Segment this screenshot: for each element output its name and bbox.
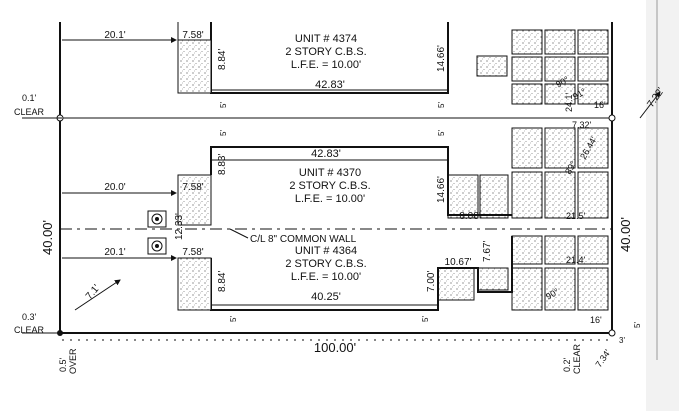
right-dim-label: 21.5' bbox=[566, 211, 586, 221]
unit-lfe: L.F.E. = 10.00' bbox=[295, 193, 365, 205]
front-setback: 5' bbox=[229, 316, 238, 322]
front-setback: 5' bbox=[219, 130, 228, 136]
porch-depth-dim: 8.84' bbox=[217, 271, 228, 292]
right-margin-strip bbox=[646, 0, 679, 411]
clearance-label: CLEAR bbox=[572, 343, 582, 374]
common-wall-label: C/L 8" COMMON WALL bbox=[250, 234, 357, 245]
unit-4364-footprint bbox=[177, 236, 513, 311]
left-depth-dim: 8.83' bbox=[217, 154, 228, 175]
right-dim-label: 21.4' bbox=[566, 255, 586, 265]
left-setback-dim: 20.0' bbox=[104, 182, 125, 193]
rear-setback: 5' bbox=[437, 102, 446, 108]
clearance-value: 0.5' bbox=[58, 357, 68, 372]
porch-width-dim: 7.58' bbox=[182, 30, 203, 41]
rear-setback: 5' bbox=[421, 316, 430, 322]
porch-width-dim: 7.58' bbox=[182, 247, 203, 258]
unit-title: UNIT # 4374 bbox=[295, 33, 357, 45]
lot-width-left-dim: 40.00' bbox=[40, 220, 55, 255]
clearance-label: CLEAR bbox=[14, 107, 45, 117]
ac-unit-icon bbox=[147, 210, 167, 228]
ac-depth-dim: 12.33' bbox=[174, 213, 185, 240]
unit-construction: 2 STORY C.B.S. bbox=[289, 180, 370, 192]
left-setback-dim: 20.1' bbox=[104, 247, 125, 258]
right-dim-label: 3' bbox=[619, 336, 625, 345]
right-dim-label: 5' bbox=[633, 322, 642, 328]
clearance-value: 0.3' bbox=[22, 312, 37, 322]
unit-lfe: L.F.E. = 10.00' bbox=[291, 271, 361, 283]
left-setback-dim: 20.1' bbox=[104, 30, 125, 41]
dim-label: 7.1' bbox=[84, 283, 103, 302]
common-wall-leader bbox=[229, 228, 249, 239]
clearance-label: CLEAR bbox=[14, 325, 45, 335]
right-dim-label: 16' bbox=[590, 315, 602, 325]
unit-width-dim: 42.83' bbox=[311, 148, 341, 160]
clearance-value: 0.2' bbox=[562, 357, 572, 372]
porch-width-dim: 7.58' bbox=[182, 182, 203, 193]
paver-grid-top bbox=[476, 29, 609, 105]
right-dim-label: 24.1' bbox=[564, 92, 574, 112]
unit-construction: 2 STORY C.B.S. bbox=[285, 46, 366, 58]
unit-width-dim: 42.83' bbox=[315, 79, 345, 91]
right-dim-label: 7.34' bbox=[593, 347, 612, 369]
front-setback: 5' bbox=[219, 102, 228, 108]
lot-depth-dim: 100.00' bbox=[314, 340, 356, 355]
right-dim-label: 7.32' bbox=[572, 120, 592, 130]
rear-setback: 5' bbox=[437, 130, 446, 136]
lot-width-right-dim: 40.00' bbox=[618, 217, 633, 252]
unit-4374-footprint bbox=[177, 22, 449, 94]
clearance-label: OVER bbox=[68, 348, 78, 374]
right-depth-dim: 7.00' bbox=[426, 271, 437, 292]
paver-grid-middle bbox=[447, 127, 609, 219]
dim-arrow bbox=[74, 279, 121, 311]
unit-title: UNIT # 4364 bbox=[295, 245, 357, 257]
lot-corner-marker bbox=[608, 329, 616, 337]
unit-title: UNIT # 4370 bbox=[299, 167, 361, 179]
bump-width-dim: 10.67' bbox=[445, 257, 472, 268]
unit-4370-footprint bbox=[177, 146, 512, 226]
clearance-value: 0.1' bbox=[22, 93, 37, 103]
paver-grid-bottom bbox=[437, 235, 609, 311]
right-dim-label: 16' bbox=[594, 100, 606, 110]
unit-width-dim: 40.25' bbox=[311, 291, 341, 303]
porch-depth-dim: 8.84' bbox=[217, 49, 228, 70]
ac-unit-icon bbox=[147, 237, 167, 255]
offset-dim: 8.08' bbox=[459, 211, 480, 222]
bump-depth-dim: 7.67' bbox=[482, 241, 493, 262]
unit-lfe: L.F.E. = 10.00' bbox=[291, 59, 361, 71]
dim-arrow bbox=[639, 91, 661, 119]
right-depth-dim: 14.66' bbox=[436, 45, 447, 72]
right-depth-dim: 14.66' bbox=[436, 176, 447, 203]
unit-construction: 2 STORY C.B.S. bbox=[285, 258, 366, 270]
lot-corner-marker bbox=[608, 114, 616, 122]
